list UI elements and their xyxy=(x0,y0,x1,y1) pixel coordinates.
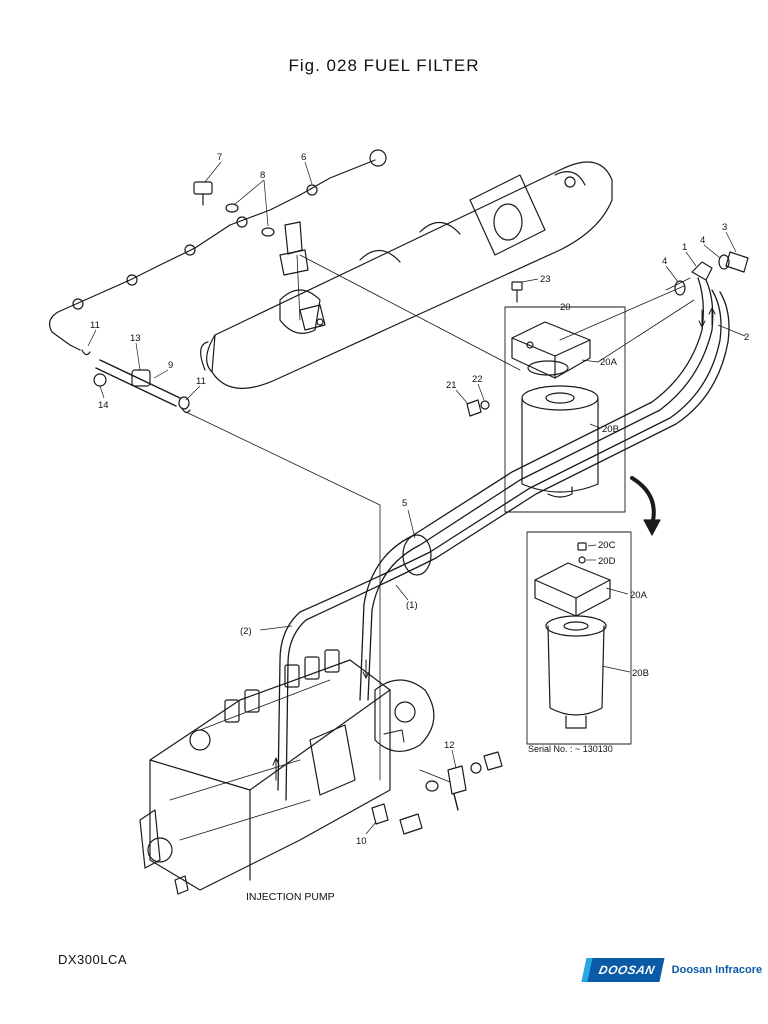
callout-5: 5 xyxy=(402,498,407,509)
return-line-6 xyxy=(48,159,376,351)
callout-10: 10 xyxy=(356,836,367,847)
callout-1: 1 xyxy=(682,242,687,253)
injection-pump xyxy=(139,649,435,895)
banjo-bolt-7 xyxy=(193,181,213,206)
callout-20c: 20C xyxy=(598,540,616,551)
callout-12: 12 xyxy=(444,740,455,751)
callout-4a: 4 xyxy=(700,235,705,246)
doosan-logo: DOOSAN xyxy=(581,958,665,982)
filter-assembly-box xyxy=(504,306,626,513)
callout-21: 21 xyxy=(446,380,457,391)
figure-title: Fig. 028 FUEL FILTER xyxy=(288,56,480,75)
callout-11a: 11 xyxy=(90,320,100,331)
filter-head-20a xyxy=(511,321,591,379)
serial-number-label: Serial No. : ~ 130130 xyxy=(528,744,613,754)
callout-20a-detail: 20A xyxy=(630,590,648,601)
brand-block: DOOSAN Doosan Infracore xyxy=(581,958,763,982)
callout-20: 20 xyxy=(560,302,571,313)
callout-20b: 20B xyxy=(602,424,619,435)
serial-detail-box xyxy=(526,531,632,745)
brand-name: Doosan Infracore xyxy=(671,964,763,976)
intake-manifold xyxy=(200,161,613,389)
callout-9: 9 xyxy=(168,360,173,371)
callout-8: 8 xyxy=(260,170,265,181)
callout-2: 2 xyxy=(744,332,749,343)
callout-22: 22 xyxy=(472,374,483,385)
callout-20a: 20A xyxy=(600,357,618,368)
filter-element-20b xyxy=(521,385,599,498)
callout-line-2: (2) xyxy=(240,626,252,637)
injection-pump-label: INJECTION PUMP xyxy=(246,891,335,903)
model-number: DX300LCA xyxy=(58,952,128,967)
callout-7: 7 xyxy=(217,152,222,163)
callout-14: 14 xyxy=(98,400,109,411)
callout-11b: 11 xyxy=(196,376,206,387)
callout-6: 6 xyxy=(301,152,306,163)
callout-23: 23 xyxy=(540,274,551,285)
callout-line-1: (1) xyxy=(406,600,418,611)
callout-13: 13 xyxy=(130,333,141,344)
callout-3: 3 xyxy=(722,222,727,233)
callout-20b-detail: 20B xyxy=(632,668,649,679)
callout-4b: 4 xyxy=(662,256,667,267)
callout-20d: 20D xyxy=(598,556,616,567)
